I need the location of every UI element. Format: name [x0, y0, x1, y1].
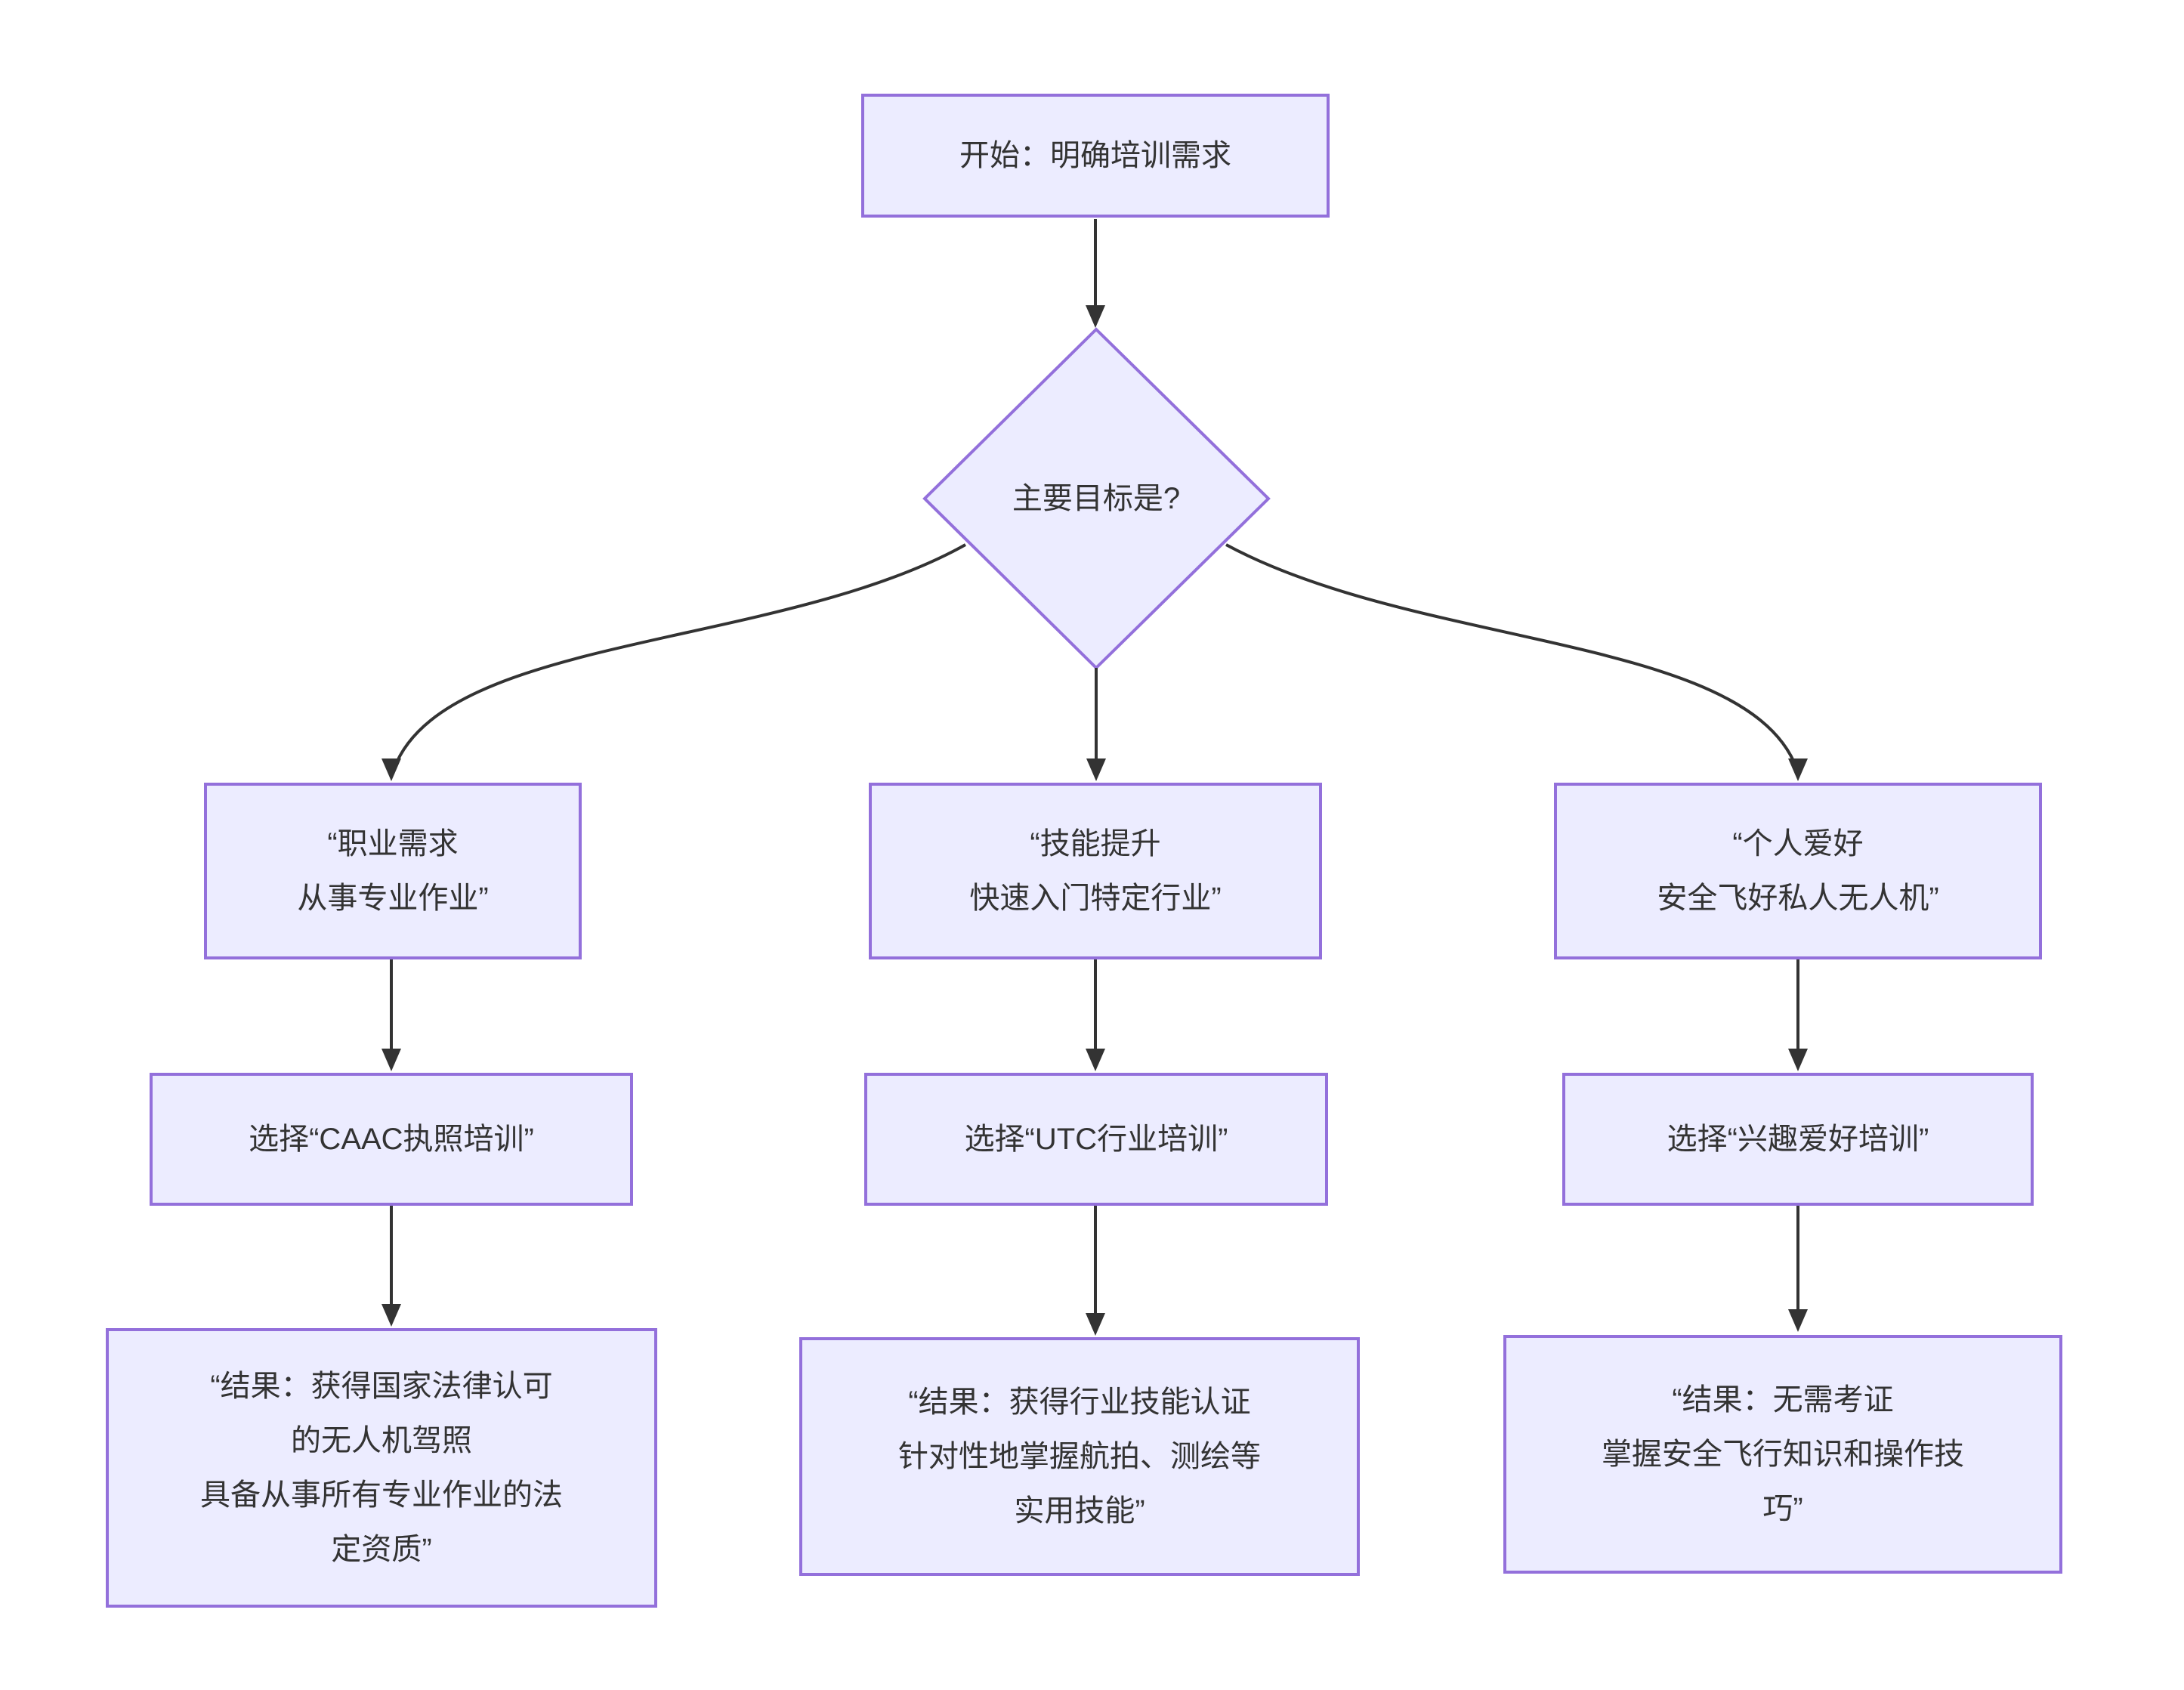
node-career-need-label: “职业需求 从事专业作业”	[297, 827, 489, 915]
node-result-caac: “结果：获得国家法律认可 的无人机驾照 具备从事所有专业作业的法 定资质”	[106, 1328, 657, 1608]
edge-decision-career	[391, 543, 966, 773]
node-skill-upgrade: “技能提升 快速入门特定行业”	[869, 783, 1322, 959]
node-start-label: 开始：明确培训需求	[959, 139, 1231, 172]
arrowhead-start-decision	[1086, 305, 1105, 328]
arrowhead-caac-result	[382, 1304, 401, 1327]
node-result-utc-label: “结果：获得行业技能认证 针对性地掌握航拍、测绘等 实用技能”	[898, 1386, 1261, 1528]
node-decision: 主要目标是?	[926, 446, 1266, 551]
node-result-caac-label: “结果：获得国家法律认可 的无人机驾照 具备从事所有专业作业的法 定资质”	[200, 1370, 563, 1566]
arrowhead-decision-career	[382, 758, 401, 781]
node-choose-utc-label: 选择“UTC行业培训”	[964, 1123, 1228, 1156]
arrowhead-hobby-interest	[1788, 1049, 1808, 1071]
arrowhead-skill-utc	[1086, 1049, 1105, 1071]
node-personal-hobby-label: “个人爱好 安全飞好私人无人机”	[1657, 827, 1939, 915]
arrowhead-decision-skill	[1086, 758, 1106, 781]
node-result-interest: “结果：无需考证 掌握安全飞行知识和操作技 巧”	[1503, 1335, 2062, 1574]
node-choose-caac-label: 选择“CAAC执照培训”	[249, 1123, 534, 1156]
node-start: 开始：明确培训需求	[861, 94, 1330, 218]
edge-decision-hobby	[1225, 543, 1799, 773]
node-career-need: “职业需求 从事专业作业”	[204, 783, 582, 959]
node-result-interest-label: “结果：无需考证 掌握安全飞行知识和操作技 巧”	[1602, 1383, 1964, 1525]
node-choose-caac: 选择“CAAC执照培训”	[150, 1073, 633, 1206]
node-skill-upgrade-label: “技能提升 快速入门特定行业”	[969, 827, 1222, 915]
arrowhead-utc-result	[1086, 1313, 1105, 1336]
arrowhead-interest-result	[1788, 1309, 1808, 1332]
node-personal-hobby: “个人爱好 安全飞好私人无人机”	[1554, 783, 2042, 959]
node-choose-interest-label: 选择“兴趣爱好培训”	[1667, 1123, 1929, 1156]
node-result-utc: “结果：获得行业技能认证 针对性地掌握航拍、测绘等 实用技能”	[799, 1337, 1360, 1576]
node-choose-interest: 选择“兴趣爱好培训”	[1562, 1073, 2034, 1206]
node-choose-utc: 选择“UTC行业培训”	[864, 1073, 1328, 1206]
node-decision-label: 主要目标是?	[1012, 482, 1181, 515]
arrowhead-decision-hobby	[1788, 758, 1808, 781]
arrowhead-career-caac	[382, 1049, 401, 1071]
